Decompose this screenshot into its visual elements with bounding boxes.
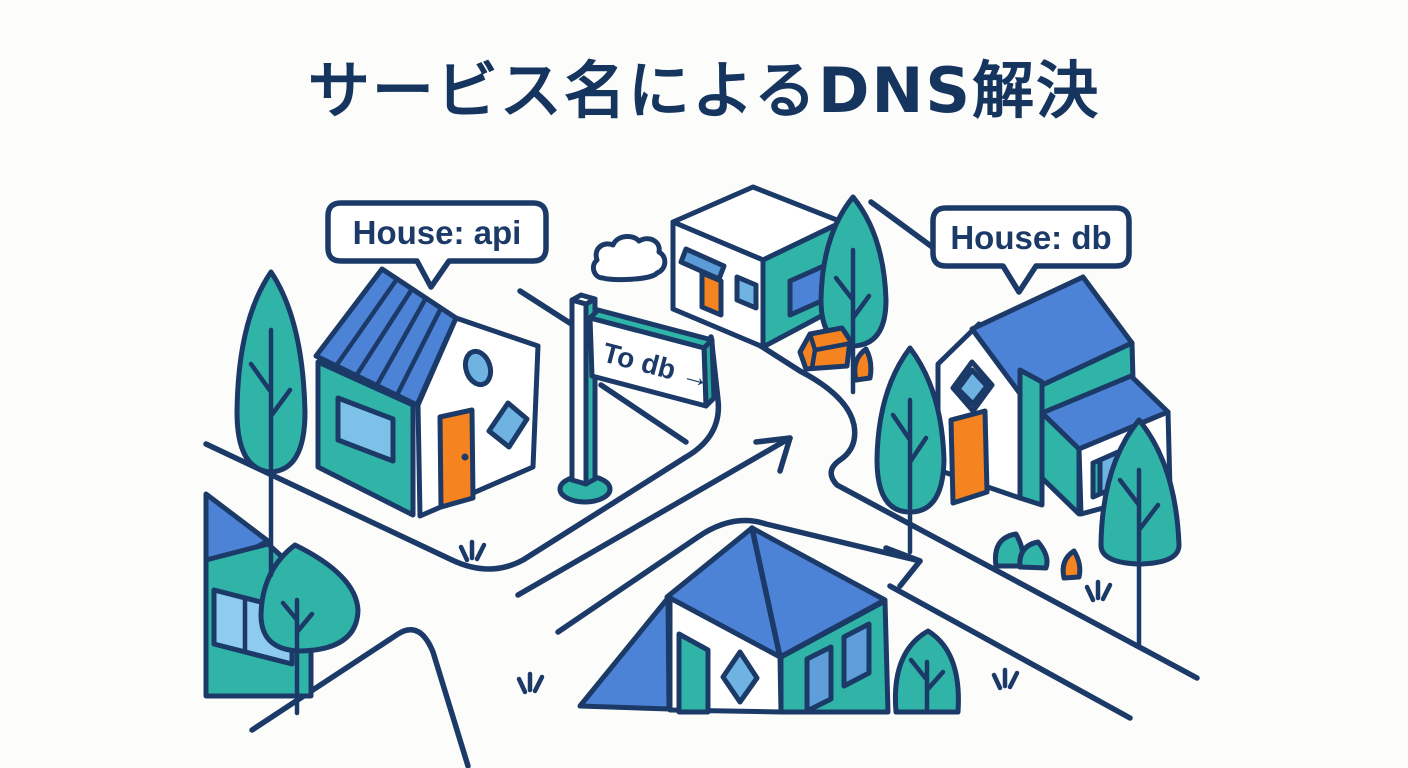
south-house-window [804,644,834,714]
tree-icon [818,194,889,395]
api-house-icon [234,266,541,578]
grass-tuft-icon [991,667,1020,691]
api-house-label: House: api [353,214,522,251]
api-house-oval-window [462,348,494,388]
south-house-icon [577,525,961,715]
tree-icon [892,628,961,715]
speech-bubble-db: House: db [930,205,1132,295]
roof-ridge [749,525,783,660]
db-house-door [948,408,990,506]
tree-icon [1098,417,1182,648]
signpost-icon: To db → [557,292,717,505]
road-line [598,382,689,445]
south-house-door [676,631,711,715]
api-house-door [437,407,476,510]
page-title: サービス名によるDNS解決 [307,54,1101,127]
shop-front-window [734,274,759,311]
rock-icon [852,346,874,383]
speech-bubble-api: House: api [325,200,549,290]
south-house-diamond-window [720,649,760,705]
bush-icon [992,531,1050,571]
road-line [203,334,722,572]
direction-arrow-icon [555,517,923,635]
rock-icon [1060,548,1083,581]
door-knob [461,453,469,461]
db-house-corner-wall [1017,367,1045,508]
route-arrows [515,435,923,635]
signpost-pole-top [569,292,598,307]
api-house-window [335,395,396,464]
api-house-diamond-window [486,400,530,450]
db-house-diamond-window [955,367,990,407]
west-house-icon [203,491,361,716]
db-house-label: House: db [950,219,1111,256]
tree-icon [258,542,361,716]
tree-icon [234,269,308,578]
grass-tuft-icon [1084,579,1113,603]
db-house-icon [874,274,1182,648]
cloud-icon [590,234,668,283]
road-line [887,583,1133,721]
south-house-window [841,621,872,689]
tree-icon [874,345,947,555]
road-network [203,199,1200,768]
shop-awning [678,246,727,282]
roof-stripes [333,276,444,398]
road-line [739,331,1200,681]
speech-bubble-icon [930,205,1132,295]
road-line [868,199,938,252]
grass-tuft-icon [516,671,545,695]
grass-tuft-icon [458,539,487,563]
sign-board [587,315,709,409]
south-house-left-roof [577,595,672,712]
direction-arrow-icon [515,435,793,598]
speech-bubble-icon [325,200,549,290]
bench-icon [797,325,853,372]
shop-building-icon [590,184,889,395]
grass-tufts [331,539,1113,695]
road-line [249,627,471,768]
